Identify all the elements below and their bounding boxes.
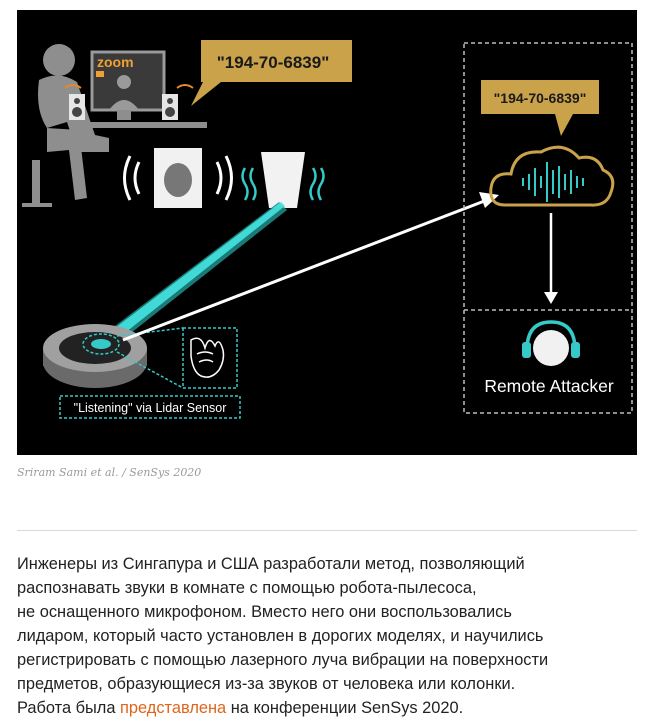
down-arrow	[544, 213, 558, 304]
article-paragraph: Инженеры из Сингапура и США разработали …	[17, 552, 637, 720]
cloud-quote-text: "194-70-6839"	[494, 90, 587, 106]
zoom-inset	[116, 327, 238, 389]
article-line: регистрировать с помощью лазерного луча …	[17, 651, 549, 669]
cloud-icon	[489, 145, 615, 207]
article-line: лидаром, который часто установлен в доро…	[17, 627, 544, 645]
last-line-suffix: на конференции SenSys 2020.	[226, 699, 464, 717]
desk	[77, 122, 207, 128]
attacker-label-text: Remote Attacker	[484, 376, 614, 396]
zoom-monitor-icon: zoom	[90, 50, 166, 120]
figure-caption: Sriram Sami et al. / SenSys 2020	[17, 466, 202, 479]
data-exfil-arrow	[122, 192, 499, 342]
lidar-beam	[107, 202, 287, 344]
attacker-headphones-icon	[522, 320, 580, 366]
cup-icon	[241, 152, 325, 208]
lidar-label-text: "Listening" via Lidar Sensor	[74, 401, 227, 415]
divider	[17, 530, 637, 531]
last-line-prefix: Работа была	[17, 699, 121, 717]
cloud-quote-bubble: "194-70-6839"	[481, 80, 599, 136]
article-line: не оснащенного микрофоном. Вместо него о…	[17, 603, 512, 621]
article-line: распознавать звуки в комнате с помощью р…	[17, 579, 477, 597]
article-line: Инженеры из Сингапура и США разработали …	[17, 555, 525, 573]
large-speaker-icon	[123, 148, 233, 208]
article-line: предметов, образующиеся из-за звуков от …	[17, 675, 516, 693]
waveform-hand-icon	[190, 337, 225, 378]
illustration-figure: zoom "194-70-6839"	[17, 10, 637, 455]
speech-bubble: "194-70-6839"	[191, 40, 352, 106]
lidar-label-box: "Listening" via Lidar Sensor	[59, 395, 241, 419]
sound-wave-icon	[522, 162, 584, 202]
zoom-logo-text: zoom	[97, 54, 134, 70]
remote-panel	[463, 42, 633, 414]
robot-vacuum-icon	[43, 324, 147, 388]
conference-link[interactable]: представлена	[120, 699, 227, 717]
article-last-line: Работа была представлена на конференции …	[17, 696, 637, 720]
small-speaker-icon	[64, 84, 194, 120]
speech-quote-text: "194-70-6839"	[217, 53, 330, 72]
